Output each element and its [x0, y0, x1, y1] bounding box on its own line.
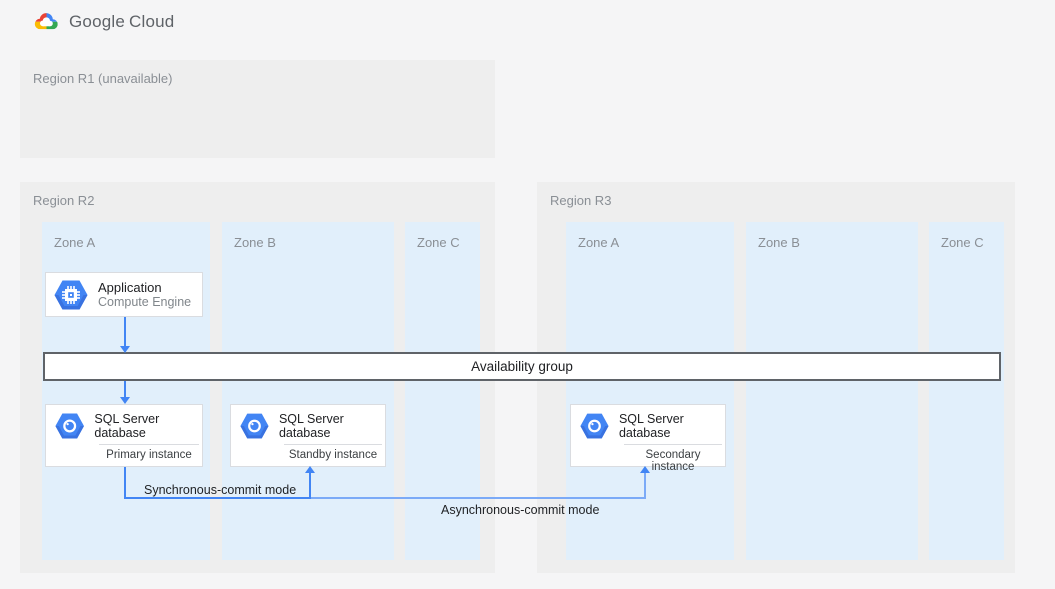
cloud-sql-icon — [55, 413, 84, 439]
divider — [99, 444, 199, 445]
region-r3-label: Region R3 — [550, 193, 612, 208]
cloud-sql-icon — [240, 413, 269, 439]
sql-secondary-title: SQL Server database — [618, 412, 684, 440]
edge-app-to-availability — [124, 317, 126, 347]
divider — [284, 444, 382, 445]
availability-group-bar: Availability group — [43, 352, 1001, 381]
divider — [624, 444, 722, 445]
application-node: Application Compute Engine — [45, 272, 203, 317]
sql-standby-title: SQL Server database — [278, 412, 344, 440]
sql-primary-top: SQL Server database — [46, 405, 202, 441]
sync-commit-label: Synchronous-commit mode — [144, 483, 297, 497]
edge-async-horizontal — [311, 497, 646, 499]
arrowhead-up-secondary — [640, 466, 650, 473]
sql-primary-node: SQL Server database Primary instance — [45, 404, 203, 467]
cloud-sql-icon — [580, 413, 609, 439]
sql-secondary-top: SQL Server database — [571, 405, 725, 441]
edge-sync-horizontal — [124, 497, 311, 499]
region-r2-zone-b: Zone B — [222, 222, 394, 560]
sql-secondary-node: SQL Server database Secondary instance — [570, 404, 726, 473]
region-r3-zone-b: Zone B — [746, 222, 918, 560]
brand-google: Google — [69, 11, 126, 31]
sql-secondary-instance-label: Secondary instance — [645, 449, 701, 473]
brand-cloud: Cloud — [129, 11, 175, 31]
region-r2-label: Region R2 — [33, 193, 95, 208]
arrowhead-down-primary — [120, 397, 130, 404]
async-commit-label: Asynchronous-commit mode — [441, 503, 600, 517]
application-node-text: Application Compute Engine — [98, 280, 191, 310]
google-cloud-logo-icon — [34, 13, 58, 30]
edge-up-to-standby — [309, 473, 311, 499]
compute-engine-icon — [54, 280, 88, 309]
edge-availability-to-primary — [124, 381, 126, 397]
region-r2-zone-c: Zone C — [405, 222, 480, 560]
sql-standby-instance-label: Standby instance — [288, 449, 378, 461]
sql-primary-instance-label: Primary instance — [106, 449, 192, 461]
arrowhead-up-standby — [305, 466, 315, 473]
sql-standby-node: SQL Server database Standby instance — [230, 404, 386, 467]
edge-up-to-secondary — [644, 473, 646, 499]
arrowhead-down-availability — [120, 346, 130, 353]
availability-group-label: Availability group — [471, 359, 573, 374]
edge-primary-down — [124, 467, 126, 499]
application-title: Application — [98, 279, 162, 295]
application-subtitle: Compute Engine — [98, 294, 192, 309]
region-r3-zone-a: Zone A — [566, 222, 734, 560]
region-r1: Region R1 (unavailable) — [20, 60, 495, 158]
region-r1-label: Region R1 (unavailable) — [33, 71, 173, 86]
region-r3-zone-c: Zone C — [929, 222, 1004, 560]
sql-primary-title: SQL Server database — [94, 412, 160, 440]
sql-standby-top: SQL Server database — [231, 405, 385, 441]
